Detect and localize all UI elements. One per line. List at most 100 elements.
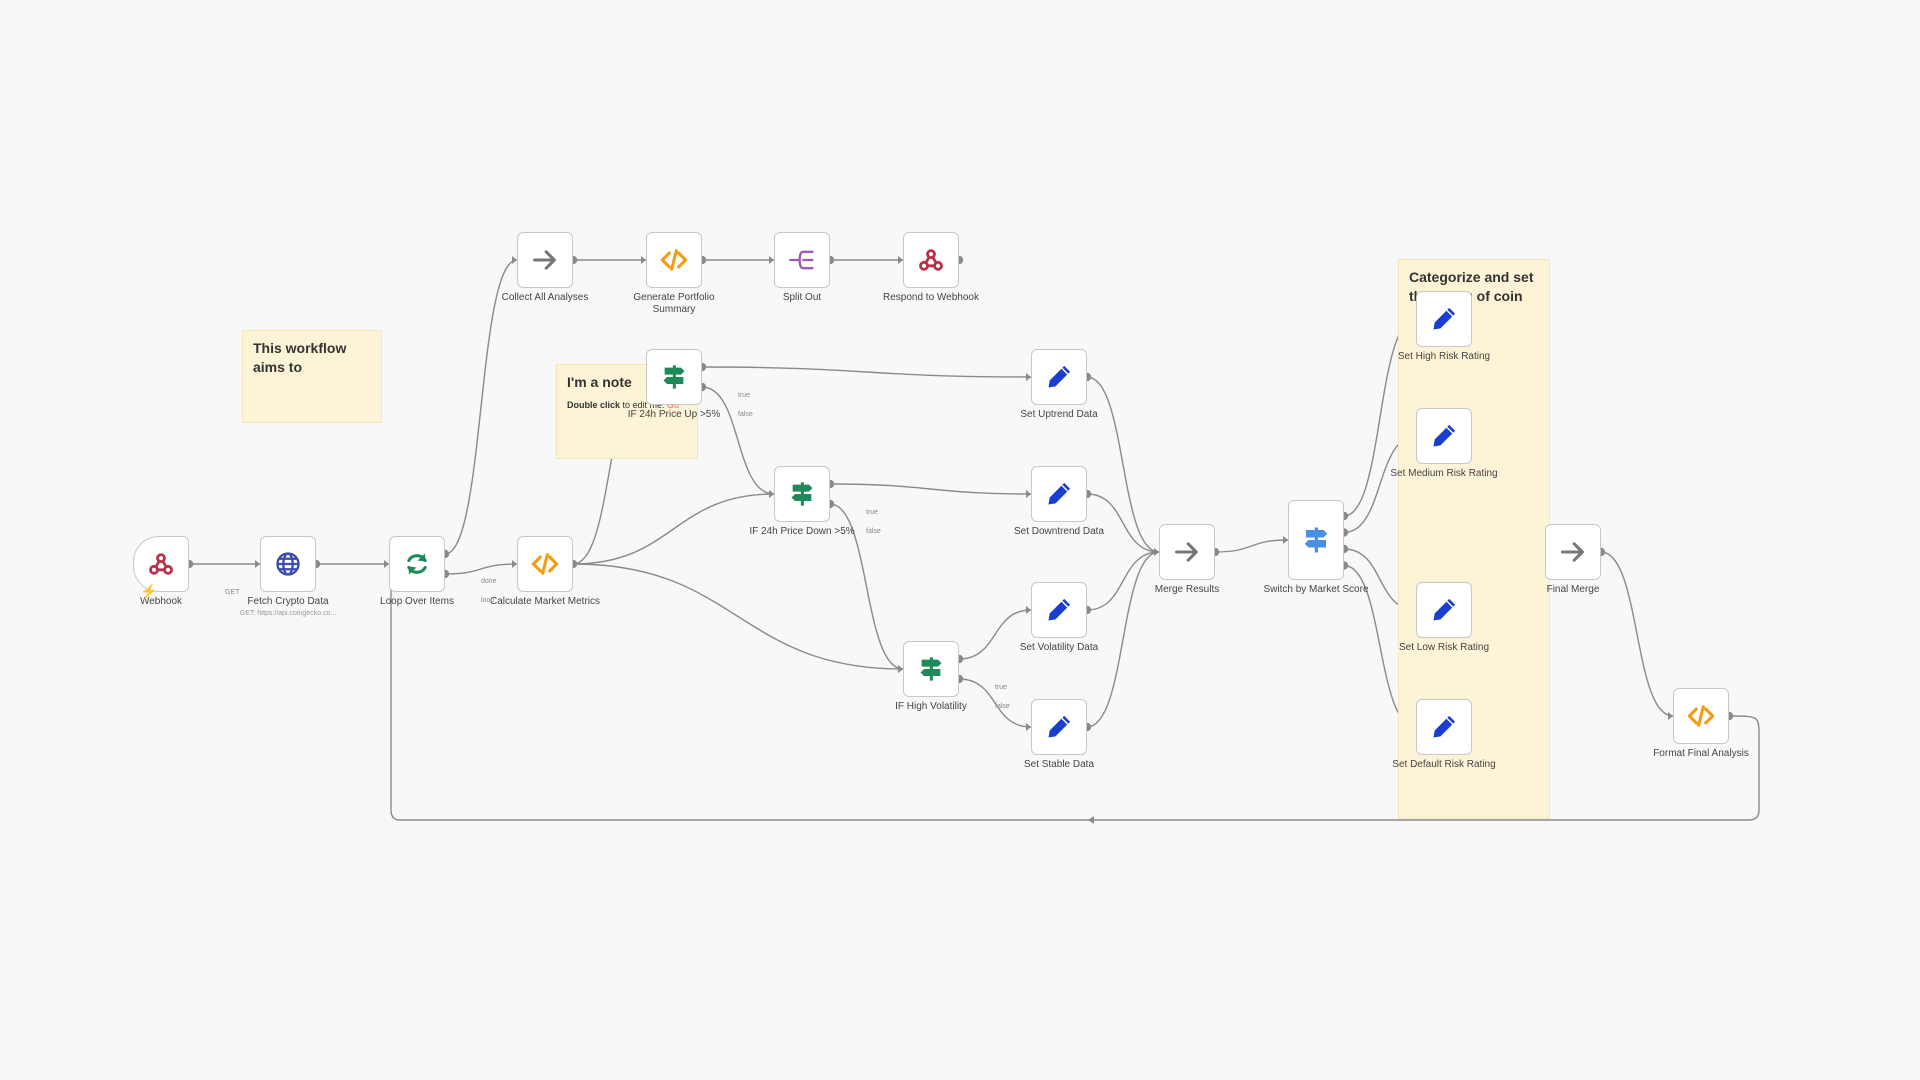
connection-line[interactable] <box>1086 493 1160 553</box>
connection-arrow <box>1154 548 1159 556</box>
node-label: Set Stable Data <box>1023 759 1095 770</box>
respond-node[interactable] <box>903 232 959 288</box>
pen-icon <box>1048 715 1071 738</box>
collect-node[interactable] <box>517 232 573 288</box>
connection-line[interactable] <box>572 563 904 670</box>
merge-node[interactable] <box>1159 524 1215 580</box>
pen-icon <box>1048 482 1071 505</box>
connection-arrow <box>1026 723 1031 731</box>
pen-icon <box>1048 365 1071 388</box>
code-icon <box>1687 705 1715 727</box>
setup-node[interactable] <box>1031 349 1087 405</box>
arrow-right-icon <box>532 250 556 270</box>
connection-arrow <box>1026 373 1031 381</box>
connection-line[interactable] <box>1086 551 1160 611</box>
fetch-node[interactable] <box>260 536 316 592</box>
setvol-node[interactable] <box>1031 582 1087 638</box>
sticky-note-default[interactable]: I'm a note Double click to edit me. Gu <box>556 364 698 459</box>
connection-line[interactable] <box>701 366 1032 378</box>
connection-arrow <box>384 560 389 568</box>
ifdown-node[interactable] <box>774 466 830 522</box>
connection-arrow <box>769 256 774 264</box>
port-label-true: true <box>995 684 1008 691</box>
node-label: Switch by Market Score <box>1263 584 1369 595</box>
signpost-icon <box>920 657 942 681</box>
sticky-title: This workflow aims to <box>253 340 347 375</box>
connection-arrow <box>769 490 774 498</box>
signpost-icon <box>791 482 813 506</box>
setdown-node[interactable] <box>1031 466 1087 522</box>
code-icon <box>531 553 559 575</box>
port-label-get: GET <box>225 589 240 596</box>
node-label: Set Medium Risk Rating <box>1390 468 1498 479</box>
format-node[interactable] <box>1673 688 1729 744</box>
node-label: Webhook <box>139 596 183 607</box>
connection-arrow <box>1668 712 1673 720</box>
node-label: Set High Risk Rating <box>1397 351 1491 362</box>
sticky-note-intro[interactable]: This workflow aims to <box>242 330 382 423</box>
pen-icon <box>1433 598 1456 621</box>
node-label: Set Volatility Data <box>1019 642 1099 653</box>
node-label: Set Uptrend Data <box>1020 409 1098 420</box>
ifvol-node[interactable] <box>903 641 959 697</box>
finalmerge-node[interactable] <box>1545 524 1601 580</box>
webhook-icon <box>919 249 943 271</box>
connection-arrow <box>512 560 517 568</box>
globe-icon <box>276 552 300 576</box>
connection-arrow <box>1283 536 1288 544</box>
connection-line[interactable] <box>1086 551 1160 728</box>
node-label: Collect All Analyses <box>501 292 589 303</box>
calc-node[interactable] <box>517 536 573 592</box>
setstable-node[interactable] <box>1031 699 1087 755</box>
connection-line[interactable] <box>444 563 518 575</box>
connection-line[interactable] <box>1214 539 1289 553</box>
node-label: Set Default Risk Rating <box>1392 759 1496 770</box>
connection-arrow <box>1026 490 1031 498</box>
switch-node[interactable] <box>1288 500 1344 580</box>
connection-line[interactable] <box>958 609 1032 660</box>
node-label: Format Final Analysis <box>1653 748 1749 759</box>
connection-line[interactable] <box>701 386 775 495</box>
connection-line[interactable] <box>829 483 1032 495</box>
sethigh-node[interactable] <box>1416 291 1472 347</box>
genportfolio-node[interactable] <box>646 232 702 288</box>
pen-icon <box>1433 715 1456 738</box>
code-icon <box>660 249 688 271</box>
node-label: IF High Volatility <box>895 701 967 712</box>
pen-icon <box>1048 598 1071 621</box>
node-subtitle: GET: https://api.coingecko.co... <box>239 610 337 617</box>
connection-line[interactable] <box>1600 551 1674 717</box>
signpost-icon <box>1304 527 1328 553</box>
connection-line[interactable] <box>572 493 775 565</box>
connection-line[interactable] <box>444 259 518 555</box>
trigger-bolt-icon: ⚡ <box>140 583 158 599</box>
setmedium-node[interactable] <box>1416 408 1472 464</box>
ifup-node[interactable] <box>646 349 702 405</box>
setlow-node[interactable] <box>1416 582 1472 638</box>
split-icon <box>789 250 814 270</box>
splitout-node[interactable] <box>774 232 830 288</box>
signpost-icon <box>663 365 685 389</box>
port-label-true: true <box>738 392 751 399</box>
connection-line[interactable] <box>1086 376 1160 553</box>
setdefault-node[interactable] <box>1416 699 1472 755</box>
connection-line[interactable] <box>829 503 904 670</box>
node-label: Final Merge <box>1546 584 1600 595</box>
arrow-right-icon <box>1174 542 1198 562</box>
arrow-right-icon <box>1560 542 1584 562</box>
sticky-body-link: Gu <box>667 400 680 410</box>
connection-line[interactable] <box>958 678 1032 728</box>
node-label: Set Low Risk Rating <box>1398 642 1490 653</box>
webhook-node[interactable] <box>133 536 189 592</box>
pen-icon <box>1433 424 1456 447</box>
sticky-body: Double click to edit me. Gu <box>567 400 687 410</box>
node-label: Fetch Crypto Data <box>247 596 329 607</box>
sticky-title: I'm a note <box>567 374 632 390</box>
sticky-body-bold: Double click <box>567 400 621 410</box>
webhook-icon <box>149 553 173 575</box>
node-label: Generate Portfolio Summary <box>633 292 715 315</box>
node-label: Merge Results <box>1154 584 1220 595</box>
loop-icon <box>407 553 427 575</box>
node-label: Loop Over Items <box>380 596 454 607</box>
loop-node[interactable] <box>389 536 445 592</box>
